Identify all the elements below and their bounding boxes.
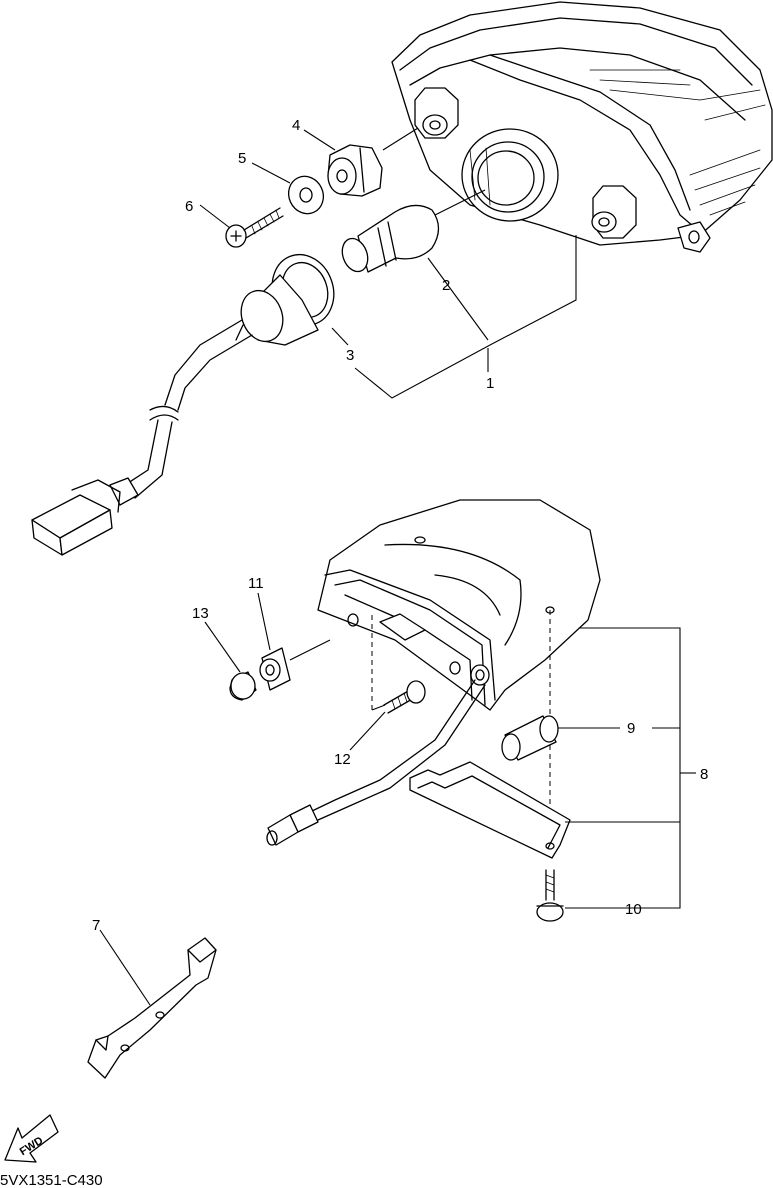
diagram-code: 5VX1351-C430 [0,1172,103,1188]
license-light-housing [317,499,601,711]
washer-part-5 [287,175,325,215]
callout-3: 3 [346,347,354,364]
socket-harness-part-3 [31,253,335,556]
nut-part-11 [257,592,331,691]
callout-7: 7 [92,917,100,934]
license-light-wire [266,679,486,846]
callout-10: 10 [625,901,642,918]
callout-9: 9 [627,720,635,737]
bulb-part-9 [501,715,620,761]
callout-12: 12 [334,751,351,768]
callout-6: 6 [185,198,193,215]
callout-2: 2 [442,277,450,294]
screw-part-10 [536,869,564,922]
leader-lines-bottom [565,627,696,909]
grommet-part-4 [327,127,419,197]
callout-8: 8 [700,766,708,783]
bulb-part-2 [341,189,486,273]
callout-5: 5 [238,150,246,167]
lens-part-8 [409,761,571,859]
screw-part-6 [225,207,284,248]
screw-part-12 [349,680,426,751]
bracket-part-7 [87,929,217,1079]
callout-11: 11 [248,575,264,592]
fwd-arrow-icon: FWD [4,1114,59,1163]
callout-1: 1 [486,375,494,392]
callout-13: 13 [192,605,209,622]
callout-4: 4 [292,117,300,134]
callout-labels: 1 2 3 4 5 6 7 8 9 10 11 13 12 [92,117,708,934]
tail-light-housing [391,1,773,253]
cap-part-13 [204,621,257,701]
leader-lines-top [199,129,577,399]
